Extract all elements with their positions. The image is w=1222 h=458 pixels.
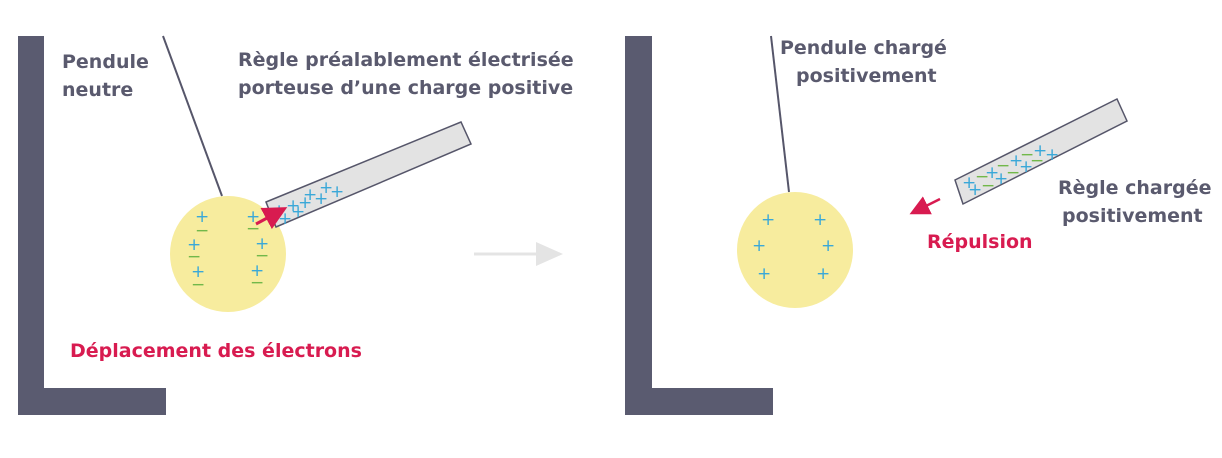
charge-negative: − [255,246,269,266]
left-pendulum-label-line1: Pendule [62,51,149,73]
right-stand [625,36,773,415]
right-ruler-label-line1: Règle chargée [1058,177,1211,199]
left-panel: + − + − + − + − + − + − + + + + + + + + … [18,35,574,415]
left-ruler-charges: + + + + + + + + + [272,178,344,229]
left-stand [18,36,166,415]
charge-negative: − [1020,145,1034,165]
charge-positive: + [1009,151,1023,171]
charge-positive: + [298,193,312,213]
right-pendulum-label-line1: Pendule chargé [780,37,947,59]
charge-positive: + [962,173,976,193]
charge-positive: + [330,182,344,202]
left-ruler-label-line1: Règle préalablement électrisée [238,49,574,71]
charge-negative: − [195,221,209,241]
charge-negative: − [250,273,264,293]
charge-negative: − [187,247,201,267]
charge-positive: + [813,210,827,230]
right-ruler-charges: + − + − + − + + + − + − + − [962,141,1059,200]
electron-shift-arrow-icon [255,207,288,230]
right-ball-charges: + + + + + + [752,210,835,284]
right-pendulum-ball [737,192,853,308]
charge-positive: + [816,264,830,284]
charge-positive: + [286,196,300,216]
charge-positive: + [250,261,264,281]
charge-negative: − [975,167,989,187]
right-ruler [954,97,1128,206]
charge-positive: + [985,163,999,183]
charge-positive: + [1045,145,1059,165]
right-ruler-label-line2: positivement [1062,205,1203,227]
right-pendulum-string [770,35,790,193]
charge-negative: − [1006,163,1020,183]
charge-positive: + [187,235,201,255]
charge-positive: + [968,180,982,200]
charge-positive: + [291,202,305,222]
charge-positive: + [752,236,766,256]
charge-positive: + [757,264,771,284]
charge-positive: + [319,178,333,198]
charge-positive: + [255,234,269,254]
right-panel: + + + + + + + − + − + − + + + − + − + − [625,35,1211,415]
left-pendulum-label-line2: neutre [62,79,133,101]
charge-positive: + [821,236,835,256]
right-pendulum-label-line2: positivement [796,65,937,87]
left-caption: Déplacement des électrons [70,340,362,362]
left-pendulum-string [162,35,223,197]
charge-negative: − [191,275,205,295]
charge-negative: − [981,176,995,196]
charge-positive: + [994,169,1008,189]
charge-positive: + [1019,157,1033,177]
charge-positive: + [191,262,205,282]
repulsion-arrow-icon [909,196,941,215]
charge-positive: + [303,185,317,205]
charge-positive: + [195,207,209,227]
charge-positive: + [761,210,775,230]
right-caption: Répulsion [927,231,1033,253]
charge-negative: − [996,156,1010,176]
left-ruler-label-line2: porteuse d’une charge positive [238,77,573,99]
charge-positive: + [1033,141,1047,161]
charge-negative: − [1030,151,1044,171]
charge-positive: + [314,189,328,209]
